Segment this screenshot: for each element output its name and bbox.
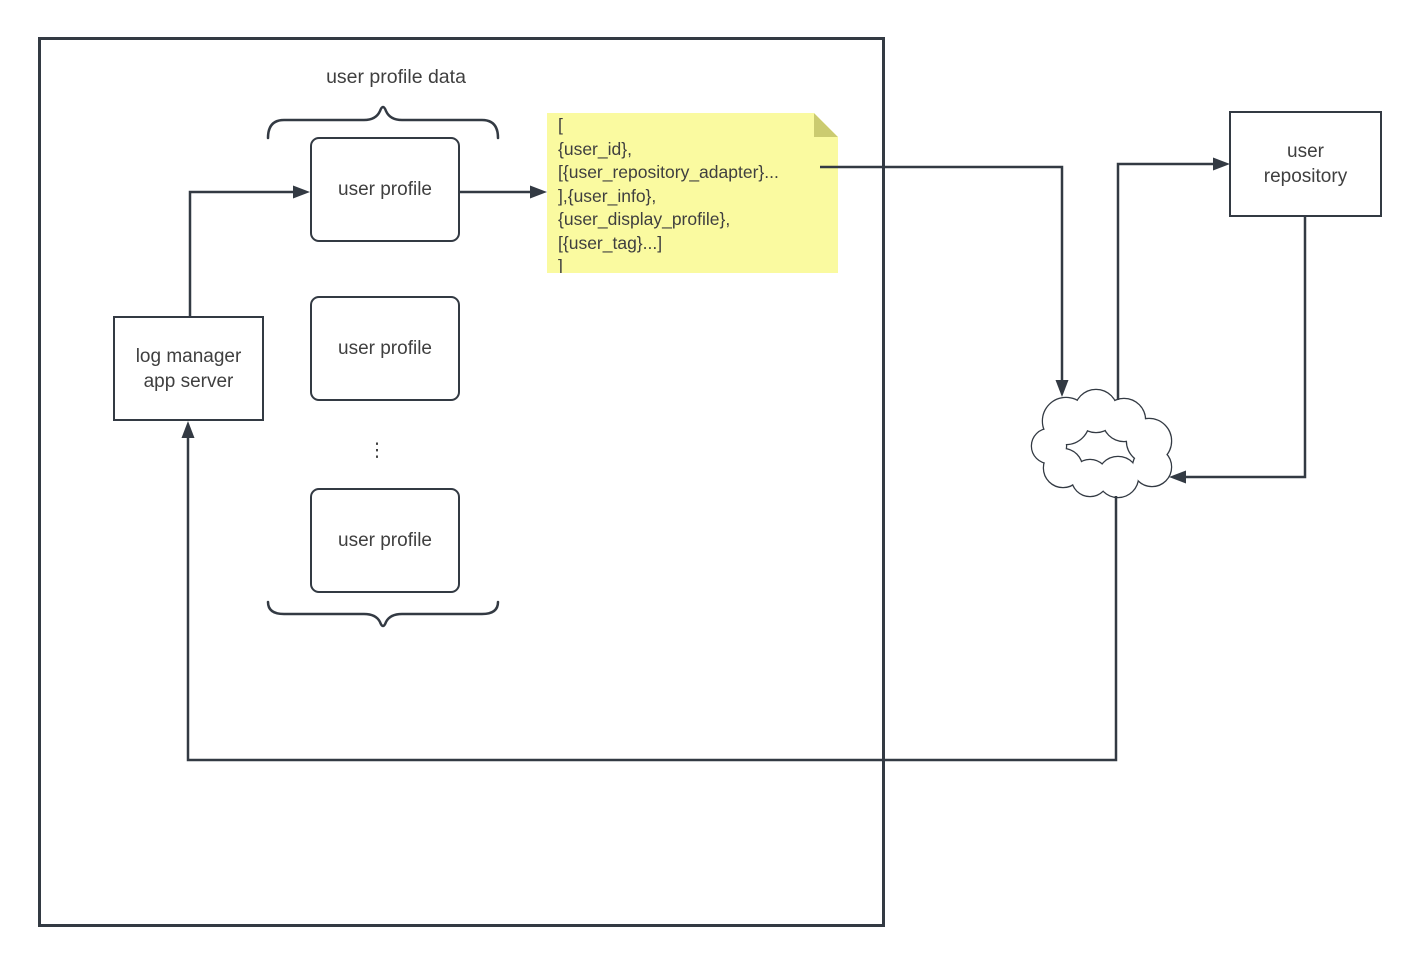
note-line: {user_id},	[558, 138, 632, 159]
note-text: [ {user_id}, [{user_repository_adapter}.…	[547, 113, 838, 279]
note-line: ],{user_info},	[558, 185, 657, 206]
arrow-user-repository-to-cloud	[1169, 217, 1307, 484]
note-line: [{user_tag}...]	[558, 232, 663, 253]
user-profile-box-1-label: user profile	[338, 179, 432, 200]
user-profile-box-2: user profile	[310, 296, 460, 401]
user-profile-box-3-label: user profile	[338, 530, 432, 551]
user-profile-box-2-label: user profile	[338, 338, 432, 359]
sticky-note: [ {user_id}, [{user_repository_adapter}.…	[547, 113, 838, 273]
user-repository-box: user repository	[1229, 111, 1382, 217]
note-line: ]	[558, 256, 563, 276]
note-line: [	[558, 115, 563, 135]
log-manager-app-server-box: log manager app server	[113, 316, 264, 421]
user-profile-box-1: user profile	[310, 137, 460, 242]
log-manager-app-server-label: log manager app server	[135, 345, 242, 392]
user-repository-label: user repository	[1263, 141, 1348, 187]
vertical-ellipsis: ⋮	[367, 439, 387, 461]
user-profile-data-label: user profile data	[326, 66, 466, 88]
network-cloud	[1030, 388, 1173, 499]
arrow-cloud-to-user-repository	[1116, 157, 1230, 400]
note-line: {user_display_profile},	[558, 209, 731, 229]
note-line: [{user_repository_adapter}...	[558, 162, 779, 182]
user-profile-box-3: user profile	[310, 488, 460, 593]
